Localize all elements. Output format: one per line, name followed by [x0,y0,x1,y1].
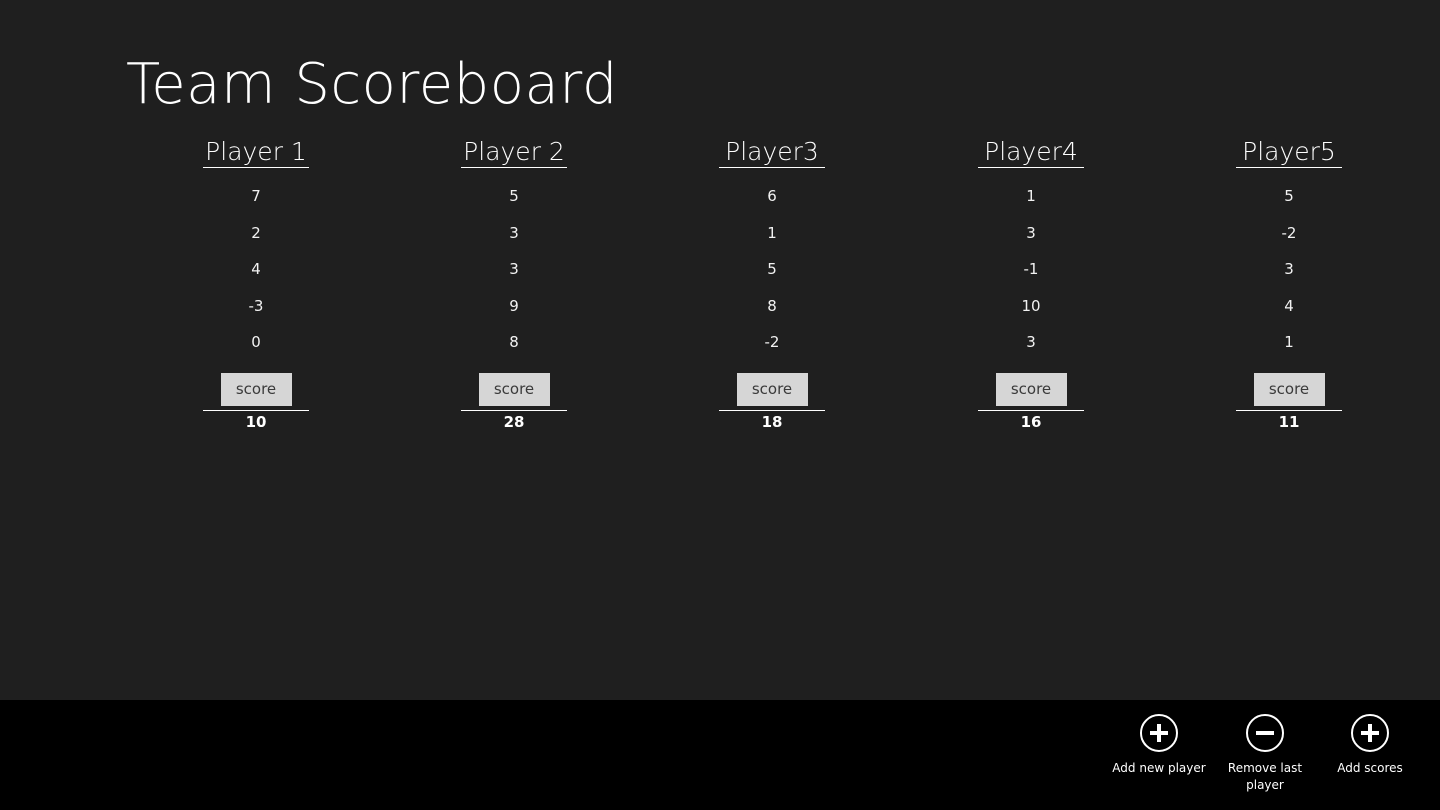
plus-circle-icon [1351,714,1389,752]
score-list: 1 3 -1 10 3 [978,178,1084,361]
player-column-5: Player5 5 -2 3 4 1 score 11 [1236,136,1342,433]
score-entry: 4 [1284,296,1294,315]
score-entry: 1 [1026,187,1036,205]
score-list: 7 2 4 -3 0 [203,178,309,361]
player-column-2: Player 2 5 3 3 9 8 score 28 [461,136,567,433]
score-entry: 6 [767,187,777,205]
player-name: Player 2 [461,136,567,168]
minus-circle-icon [1246,714,1284,752]
add-scores-label: Add scores [1337,761,1403,775]
score-entry: -2 [764,333,780,352]
score-entry: 3 [1026,333,1036,352]
score-button[interactable]: score [220,372,292,406]
score-entry: 4 [251,260,261,279]
player-total: 10 [245,412,267,431]
score-entry: 3 [509,223,519,242]
total-divider [461,409,567,411]
score-list: 5 -2 3 4 1 [1236,178,1342,361]
score-entry: 8 [767,296,777,315]
score-entry: 3 [509,260,519,279]
player-name: Player 1 [203,136,309,168]
add-new-player-label: Add new player [1112,761,1206,775]
total-divider [719,409,825,411]
remove-last-player-label: Remove last player [1227,761,1303,792]
player-total: 28 [503,412,525,431]
player-name: Player3 [719,136,825,168]
player-total: 18 [761,412,783,431]
player-column-3: Player3 6 1 5 8 -2 score 18 [719,136,825,433]
score-entry: 5 [509,187,519,205]
score-button[interactable]: score [1253,372,1325,406]
score-entry: -2 [1281,223,1297,242]
score-entry: 0 [251,333,261,352]
page-title: Team Scoreboard [126,52,618,117]
player-name: Player5 [1236,136,1342,168]
score-button[interactable]: score [995,372,1067,406]
score-button[interactable]: score [478,372,550,406]
total-divider [978,409,1084,411]
score-list: 6 1 5 8 -2 [719,178,825,361]
player-name: Player4 [978,136,1084,168]
score-list: 5 3 3 9 8 [461,178,567,361]
score-entry: 3 [1284,260,1294,279]
remove-last-player-button[interactable]: Remove last player [1215,714,1315,794]
total-divider [203,409,309,411]
score-entry: 10 [1021,296,1041,315]
score-entry: 7 [251,187,261,205]
score-entry: -1 [1023,260,1039,279]
plus-circle-icon [1140,714,1178,752]
score-entry: 1 [767,223,777,242]
score-button[interactable]: score [736,372,808,406]
app-bar: Add new player Remove last player Add sc… [0,700,1440,810]
player-column-4: Player4 1 3 -1 10 3 score 16 [978,136,1084,433]
total-divider [1236,409,1342,411]
player-total: 16 [1020,412,1042,431]
add-scores-button[interactable]: Add scores [1320,714,1420,777]
score-entry: 8 [509,333,519,352]
score-entry: 2 [251,223,261,242]
score-entry: -3 [248,296,264,315]
player-column-1: Player 1 7 2 4 -3 0 score 10 [203,136,309,433]
score-entry: 5 [767,260,777,279]
score-entry: 1 [1284,333,1294,352]
add-new-player-button[interactable]: Add new player [1109,714,1209,777]
score-entry: 3 [1026,223,1036,242]
score-entry: 5 [1284,187,1294,205]
score-entry: 9 [509,296,519,315]
player-total: 11 [1278,412,1300,431]
